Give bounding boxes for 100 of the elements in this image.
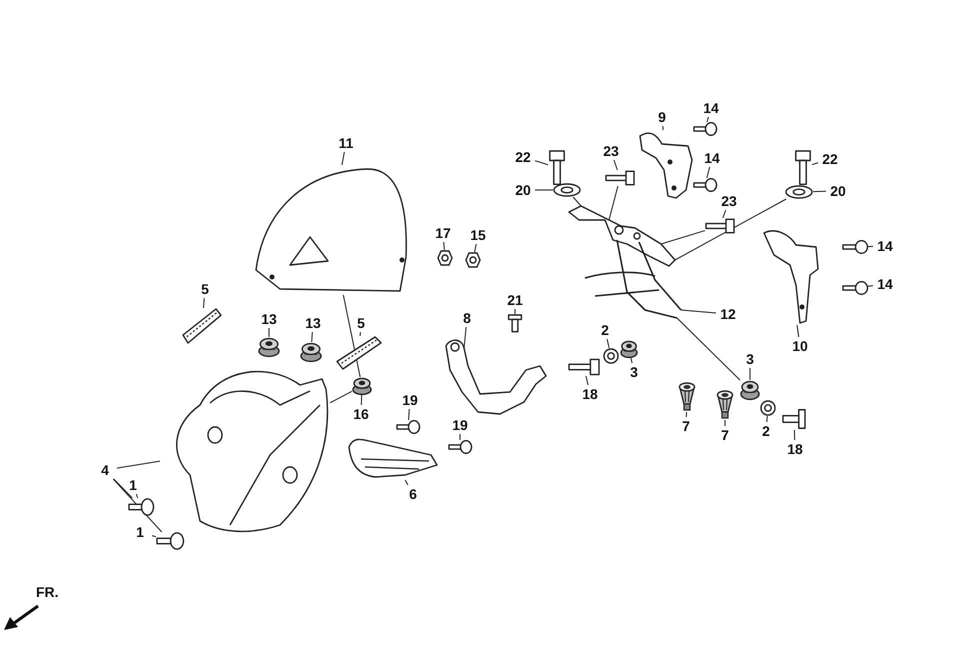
clip-drawing (716, 390, 734, 420)
grommet-drawing (740, 380, 760, 400)
leader-line (112, 478, 162, 532)
callout-number: 1 (121, 476, 145, 494)
callout-number: 7 (674, 417, 698, 435)
assembly-line (676, 318, 740, 381)
assembly-line (674, 198, 787, 260)
leader-line (152, 535, 156, 538)
screw-drawing (693, 122, 717, 136)
callout-number: 23 (717, 192, 741, 210)
callout-number: 4 (93, 461, 117, 479)
nut-drawing (465, 252, 481, 268)
bolt-drawing (548, 150, 566, 185)
callout-number: 9 (650, 108, 674, 126)
callout-number: 21 (503, 291, 527, 309)
callout-number: 19 (448, 416, 472, 434)
leader-line (202, 298, 205, 308)
callout-number: 11 (334, 134, 358, 152)
leader-line (116, 460, 160, 469)
leader-line (722, 210, 726, 218)
leader-line (630, 358, 633, 364)
screw-drawing (448, 440, 472, 454)
callout-number: 18 (578, 385, 602, 403)
strip-drawing (336, 336, 382, 370)
assembly-line (660, 230, 706, 244)
callout-number: 18 (783, 440, 807, 458)
leader-line (706, 166, 710, 178)
bolt-drawing (794, 150, 812, 185)
leader-line (534, 160, 548, 166)
leader-line (680, 310, 716, 314)
screw-drawing (693, 178, 717, 192)
callout-number: 5 (349, 314, 373, 332)
callout-number: 3 (738, 350, 762, 368)
clip-drawing (678, 382, 696, 412)
grommet-drawing (300, 342, 322, 362)
callout-number: 22 (511, 148, 535, 166)
leader-line (614, 160, 618, 170)
callout-number: 20 (826, 182, 850, 200)
callout-number: 14 (699, 99, 723, 117)
callout-number: 13 (301, 314, 325, 332)
leader-line (408, 408, 410, 420)
callout-number: 17 (431, 224, 455, 242)
leader-line (514, 308, 516, 314)
callout-number: 2 (593, 321, 617, 339)
assembly-line (342, 294, 361, 378)
grommet-drawing (258, 337, 280, 357)
callout-number: 20 (511, 181, 535, 199)
callout-number: 23 (599, 142, 623, 160)
bolt-drawing (605, 170, 635, 186)
callout-number: 22 (818, 150, 842, 168)
callout-number: 8 (455, 309, 479, 327)
leader-line (606, 338, 610, 348)
grommet-drawing (620, 340, 638, 358)
direction-label: FR. (36, 584, 59, 600)
callout-number: 14 (873, 275, 897, 293)
screw-drawing (396, 420, 420, 434)
washer-drawing (553, 183, 581, 197)
assembly-line (330, 390, 352, 404)
leader-line (796, 324, 800, 338)
leader-line (464, 326, 467, 350)
callout-number: 2 (754, 422, 778, 440)
leader-line (268, 328, 270, 338)
bolt-drawing (568, 358, 600, 376)
leader-line (868, 285, 874, 287)
nut-drawing (437, 250, 453, 266)
callout-number: 7 (713, 426, 737, 444)
callout-number: 10 (788, 337, 812, 355)
screw-drawing (156, 532, 184, 550)
leader-line (812, 190, 826, 192)
leader-line (474, 244, 477, 252)
callout-number: 1 (128, 523, 152, 541)
leader-line (794, 430, 796, 440)
callout-number: 14 (873, 237, 897, 255)
leader-line (404, 480, 408, 486)
leader-line (686, 412, 687, 418)
leader-line (443, 242, 445, 250)
leader-line (136, 494, 138, 498)
assembly-line (608, 186, 618, 220)
bolt-drawing (507, 314, 523, 332)
leader-line (311, 332, 313, 342)
callout-number: 16 (349, 405, 373, 423)
bolt-drawing (705, 218, 735, 234)
leader-line (360, 332, 361, 336)
screw-drawing (842, 281, 868, 295)
grommet-drawing (352, 377, 372, 395)
callout-number: 5 (193, 280, 217, 298)
strip-drawing (182, 308, 222, 344)
leader-line (341, 152, 345, 166)
callout-number: 3 (622, 363, 646, 381)
washer-drawing (785, 185, 813, 199)
collar-drawing (603, 348, 619, 364)
leader-line (662, 126, 664, 130)
callout-number: 15 (466, 226, 490, 244)
leader-line (868, 246, 874, 248)
callout-number: 14 (700, 149, 724, 167)
leader-line (586, 376, 588, 386)
leader-line (766, 416, 768, 422)
leader-line (724, 420, 726, 426)
screw-drawing (842, 240, 868, 254)
leader-line (706, 116, 709, 122)
